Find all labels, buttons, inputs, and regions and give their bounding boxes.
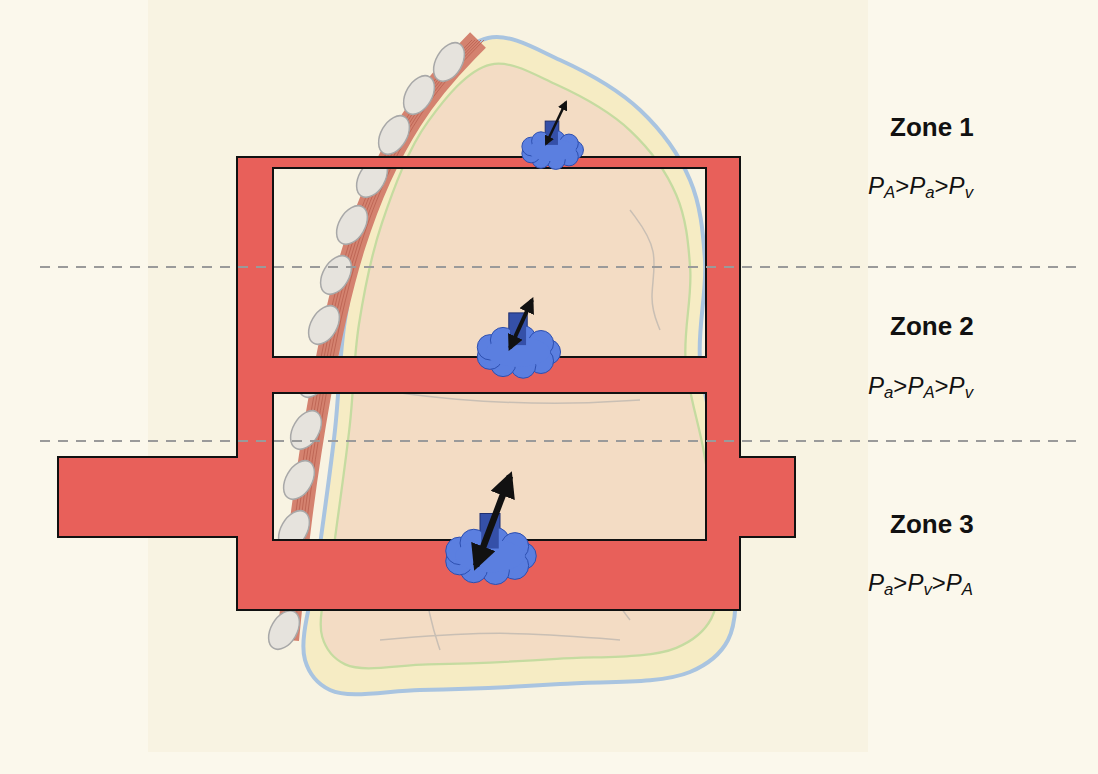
- rib: [284, 405, 328, 454]
- gas-exchange-arrow: [510, 300, 532, 348]
- zone-divider: [40, 266, 1078, 268]
- zone-label: Zone 1: [890, 112, 974, 143]
- zone-divider: [40, 440, 1078, 442]
- pressure-relation: PA>Pa>Pv: [868, 172, 973, 201]
- alveolus: [477, 300, 560, 378]
- gas-exchange-arrow: [476, 476, 510, 566]
- alveolus: [446, 476, 537, 585]
- rib: [314, 250, 358, 299]
- alveolus: [522, 102, 584, 169]
- alveoli: [446, 102, 584, 585]
- zone-label: Zone 2: [890, 311, 974, 342]
- rib: [330, 200, 374, 249]
- pressure-relation: Pa>Pv>PA: [868, 569, 973, 598]
- rib: [262, 605, 306, 654]
- pressure-relation: Pa>PA>Pv: [868, 372, 973, 401]
- fissure-line: [630, 210, 660, 330]
- vessel: [58, 157, 795, 610]
- rib: [427, 37, 471, 86]
- rib: [277, 455, 321, 504]
- fissure-line: [380, 633, 620, 640]
- rib: [372, 110, 416, 159]
- blood-vessel: [58, 157, 795, 610]
- zone-label: Zone 3: [890, 509, 974, 540]
- gas-exchange-arrow: [546, 102, 566, 144]
- rib: [302, 300, 346, 349]
- rib: [397, 70, 441, 119]
